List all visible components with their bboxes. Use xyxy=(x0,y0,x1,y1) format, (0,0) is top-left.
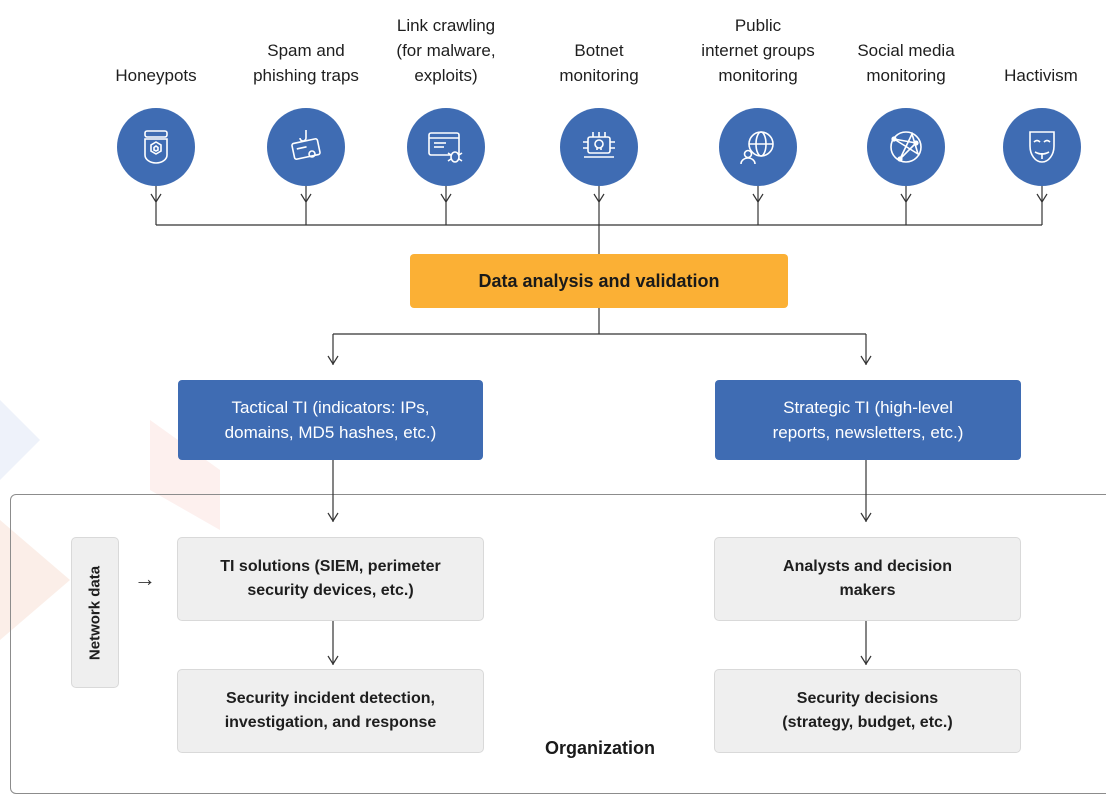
organization-label: Organization xyxy=(544,738,655,758)
source-label-honeypots: Honeypots xyxy=(115,66,197,85)
social-network-icon xyxy=(867,108,945,186)
security-decisions-box: Security decisions (strategy, budget, et… xyxy=(714,669,1021,753)
honeypot-icon xyxy=(117,108,195,186)
source-label-spam-traps: Spam and phishing traps xyxy=(253,41,359,85)
phishing-trap-icon xyxy=(267,108,345,186)
network-data-label: Network data xyxy=(86,565,104,660)
source-label-link-crawling: Link crawling (for malware, exploits) xyxy=(396,16,496,85)
ti-solutions-box: TI solutions (SIEM, perimeter security d… xyxy=(177,537,484,621)
data-analysis-box: Data analysis and validation xyxy=(410,254,788,308)
globe-people-icon xyxy=(719,108,797,186)
anonymous-mask-icon xyxy=(1003,108,1081,186)
tactical-ti-box: Tactical TI (indicators: IPs, domains, M… xyxy=(178,380,483,460)
right-arrow-icon: → xyxy=(134,566,156,591)
background-decoration xyxy=(0,400,220,640)
network-data-box: Network data xyxy=(71,537,119,688)
source-label-social-media: Social media monitoring xyxy=(857,41,955,85)
crawler-bug-icon xyxy=(407,108,485,186)
incident-response-box: Security incident detection, investigati… xyxy=(177,669,484,753)
strategic-ti-box: Strategic TI (high-level reports, newsle… xyxy=(715,380,1021,460)
source-label-public-groups: Public internet groups monitoring xyxy=(701,16,815,85)
botnet-skull-icon xyxy=(560,108,638,186)
analysts-box: Analysts and decision makers xyxy=(714,537,1021,621)
source-label-botnet: Botnet monitoring xyxy=(559,41,639,85)
source-label-hactivism: Hactivism xyxy=(1004,66,1078,85)
